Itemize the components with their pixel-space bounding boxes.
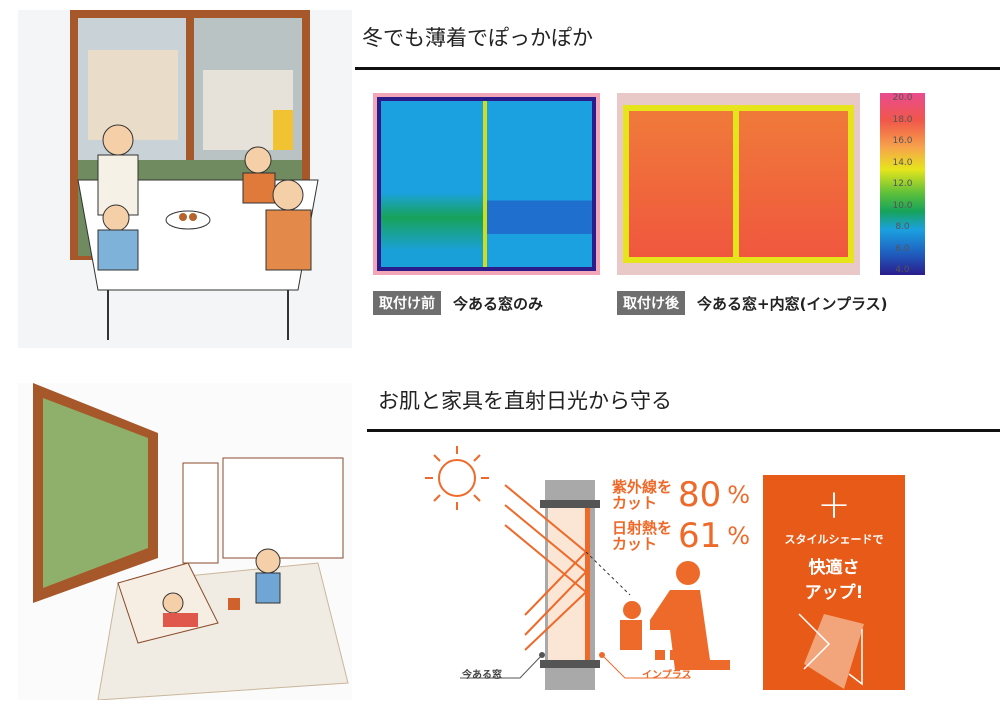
thermal-image-before xyxy=(373,93,600,275)
heat-value: 61 xyxy=(678,516,722,556)
colorbar-tick: 20.0 xyxy=(892,93,913,103)
temperature-colorbar: 20.0 18.0 16.0 14.0 12.0 10.0 8.0 6.0 4.… xyxy=(880,93,925,275)
box-line2: 快適さ xyxy=(808,558,860,578)
inplus-label: インプラス xyxy=(642,670,692,681)
colorbar-tick: 4.0 xyxy=(895,265,910,275)
section1-title: 冬でも薄着でぽっかぽか xyxy=(362,26,593,50)
before-tag: 取付け前 xyxy=(373,291,441,315)
parent-child-icon xyxy=(620,561,730,670)
box-line1: スタイルシェードで xyxy=(784,533,884,546)
box-line3: アップ! xyxy=(804,583,864,603)
sun-icon xyxy=(425,446,489,510)
heat-label: 日射熱を xyxy=(612,519,673,537)
plus-icon: + xyxy=(817,482,851,528)
living-room-illustration xyxy=(18,383,352,701)
colorbar-tick: 8.0 xyxy=(895,222,910,232)
uv-cut-label: カット xyxy=(612,494,658,512)
colorbar-tick: 6.0 xyxy=(895,243,910,254)
sunlight-diagram xyxy=(425,446,730,690)
after-tag: 取付け後 xyxy=(617,291,685,315)
heat-cut-label: カット xyxy=(612,535,658,553)
family-dining-illustration xyxy=(18,10,352,348)
section2-divider xyxy=(367,429,1000,432)
uv-percent: % xyxy=(727,481,751,509)
colorbar-tick: 16.0 xyxy=(892,136,913,146)
uv-cut-stat: 紫外線をカット 80% xyxy=(612,475,750,515)
uv-value: 80 xyxy=(678,475,722,515)
colorbar-tick: 14.0 xyxy=(892,157,913,168)
style-shade-box: + スタイルシェードで 快適さ アップ! xyxy=(763,475,905,690)
before-caption-text: 今ある窓のみ xyxy=(453,294,544,313)
section1-divider xyxy=(355,67,1000,70)
colorbar-tick: 10.0 xyxy=(892,200,913,211)
existing-window-label: 今ある窓 xyxy=(462,670,502,681)
before-caption: 取付け前 今ある窓のみ xyxy=(373,291,543,315)
colorbar-tick: 12.0 xyxy=(892,179,913,189)
thermal-image-after xyxy=(617,93,860,275)
heat-cut-stat: 日射熱をカット 61% xyxy=(612,516,750,556)
after-caption-text: 今ある窓+内窓(インプラス) xyxy=(697,294,888,313)
section2-title: お肌と家具を直射日光から守る xyxy=(378,389,672,413)
colorbar-tick: 18.0 xyxy=(892,114,913,125)
after-caption: 取付け後 今ある窓+内窓(インプラス) xyxy=(617,291,888,315)
shade-icon xyxy=(798,613,864,689)
uv-label: 紫外線を xyxy=(612,478,673,496)
heat-percent: % xyxy=(727,522,751,550)
